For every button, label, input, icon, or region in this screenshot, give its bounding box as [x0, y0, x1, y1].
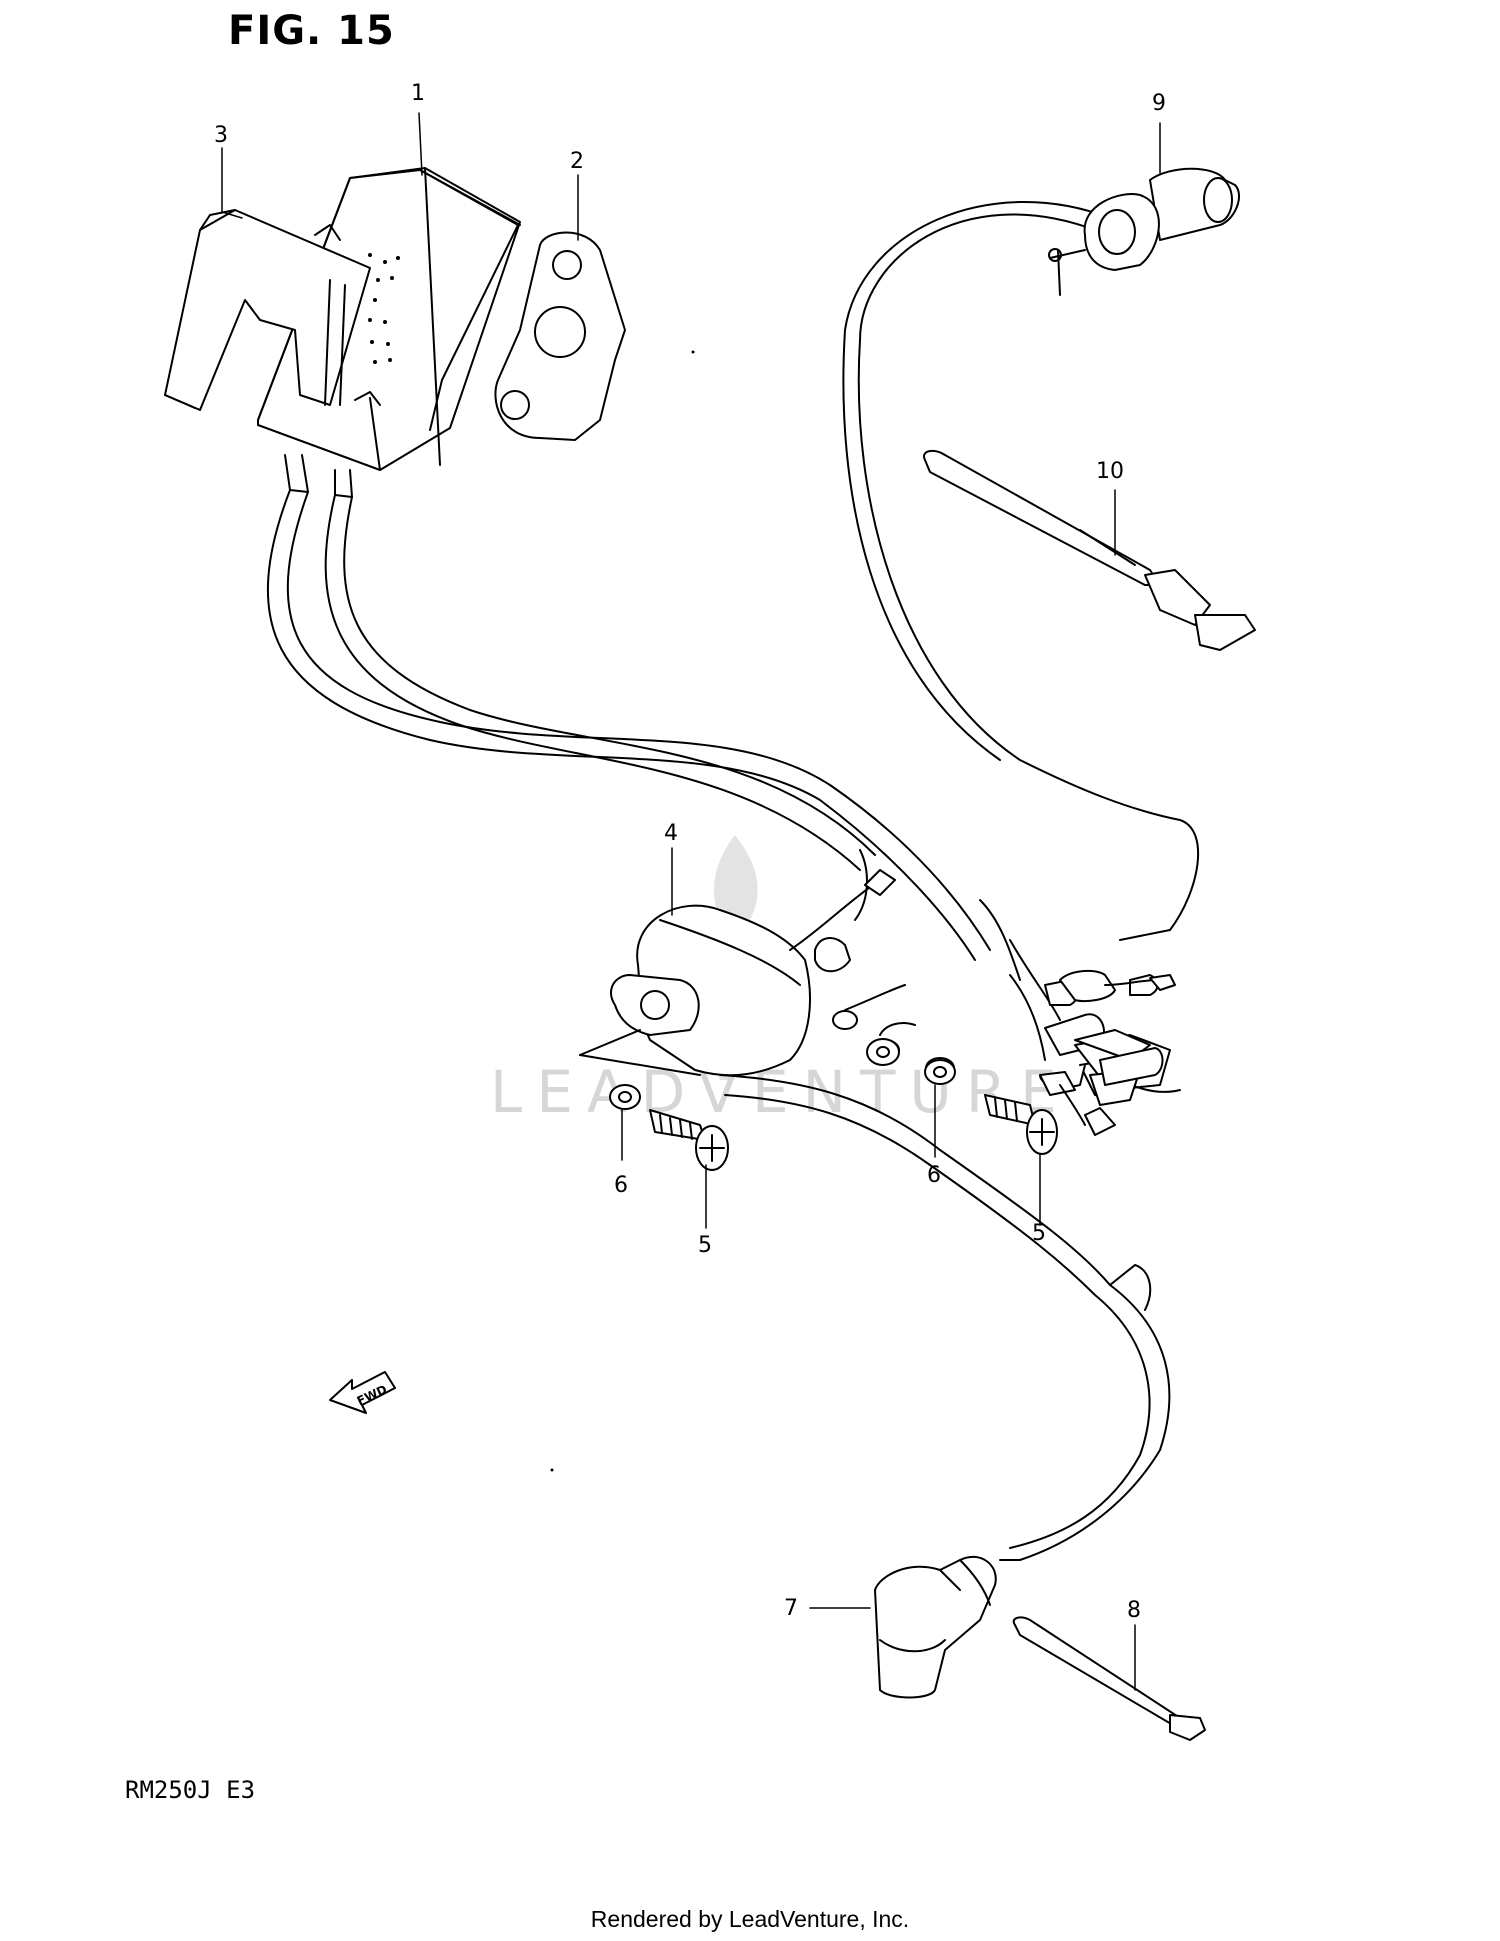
callout-4: 4 [664, 821, 678, 846]
callout-8: 8 [1127, 1598, 1141, 1623]
callout-3: 3 [214, 123, 228, 148]
part-8-cable-tie[interactable] [1012, 1616, 1206, 1741]
coil-connectors [789, 849, 1181, 1136]
callout-6a: 6 [614, 1173, 628, 1198]
cdi-harness-cables [266, 454, 991, 961]
kill-switch-cable [842, 201, 1200, 941]
part-7-spark-plug-cap[interactable] [874, 1555, 997, 1699]
callout-7: 7 [784, 1596, 798, 1621]
footer-credit: Rendered by LeadVenture, Inc. [590, 1906, 910, 1932]
callout-5b: 5 [1032, 1221, 1046, 1246]
callout-5a: 5 [698, 1233, 712, 1258]
fwd-direction-arrow: FWD [329, 1371, 396, 1414]
part-2-gasket[interactable] [494, 231, 626, 441]
watermark-text: LEADVENTURE [490, 1058, 1071, 1126]
callout-6b: 6 [927, 1163, 941, 1188]
model-code: RM250J E3 [125, 1776, 256, 1804]
part-3-rubber-holder[interactable] [164, 209, 371, 411]
part-10-cable-band[interactable] [923, 449, 1256, 651]
callout-2: 2 [570, 149, 584, 174]
callout-leaders [221, 112, 1161, 1691]
part-6-washers[interactable] [609, 1038, 956, 1110]
callout-1: 1 [411, 81, 425, 106]
part-4-ignition-coil[interactable] [579, 904, 1171, 1561]
callout-numbers: 1 2 3 4 5 5 6 6 7 8 9 10 [214, 81, 1166, 1623]
figure-title: FIG. 15 [228, 8, 395, 54]
callout-10: 10 [1096, 459, 1124, 484]
part-9-kill-switch[interactable] [1048, 167, 1240, 296]
part-5-screws[interactable] [649, 1094, 1058, 1171]
callout-9: 9 [1152, 91, 1166, 116]
